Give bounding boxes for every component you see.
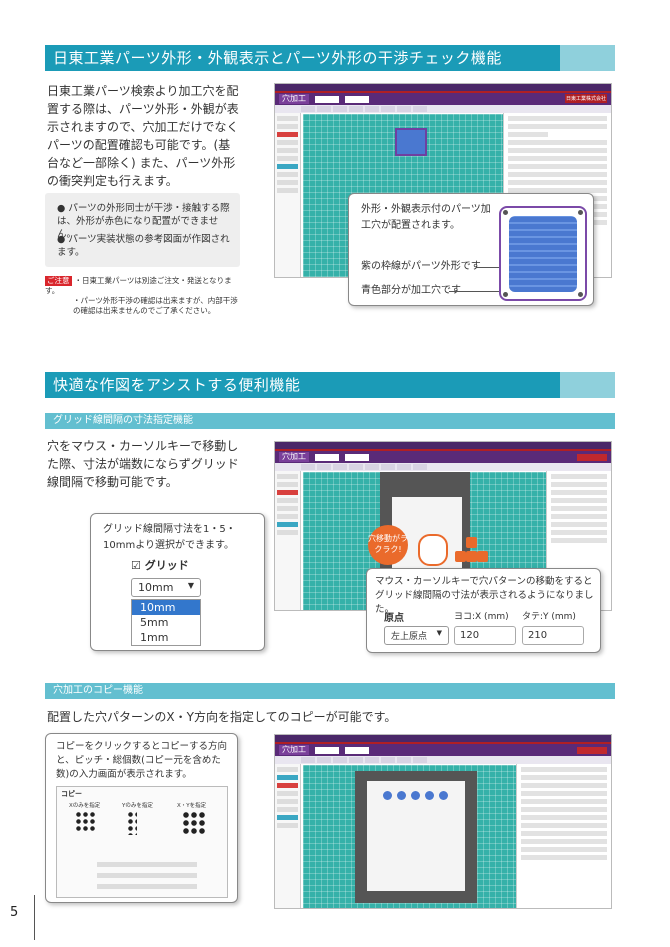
toolbar-field xyxy=(315,95,339,103)
grid-dropdown-list: 10mm 5mm 1mm xyxy=(131,599,201,646)
section1-banner: 日東工業パーツ外形・外観表示とパーツ外形の干渉チェック機能 xyxy=(45,45,615,71)
caution-line-2: ・パーツ外形干渉の確認は出来ますが、内部干渉の確認は出来ませんのでご了承ください… xyxy=(73,296,238,315)
x-input[interactable]: 120 xyxy=(454,626,516,645)
caution-block: ご注意 ・日東工業パーツは別途ご注文・発送となります。 ・パーツ外形干渉の確認は… xyxy=(45,276,245,316)
caution-line-1: ・日東工業パーツは別途ご注文・発送となります。 xyxy=(45,276,232,295)
bullet-2: ● パーツ実装状態の参考図面が作図されます。 xyxy=(57,234,230,258)
section2-title: 快適な作図をアシストする便利機能 xyxy=(53,376,301,394)
grid-select-callout: グリッド線間隔寸法を1・5・10mmより選択ができます。 ☑ グリッド 10mm… xyxy=(90,513,265,651)
copy-callout-text: コピーをクリックするとコピーする方向と、ピッチ・総個数(コピー元を含めた数)の入… xyxy=(56,741,228,780)
copy-dialog-title: コピー xyxy=(61,790,82,798)
leader-line xyxy=(477,267,499,268)
toolbar-button[interactable] xyxy=(577,746,607,754)
bullet-1-text: パーツの外形同士が干渉・接触する際は、外形が赤色になり配置ができません。 xyxy=(57,203,230,240)
section1-paragraph: 日東工業パーツ検索より加工穴を配置する際は、パーツ外形・外観が表示されますので、… xyxy=(47,84,239,188)
app-tabs xyxy=(275,105,611,113)
toolbar-field xyxy=(345,95,369,103)
app-right-panel xyxy=(516,764,611,908)
machining-hole xyxy=(509,216,577,292)
move-callout: マウス・カーソルキーで穴パターンの移動をするとグリッド線間隔の寸法が表示されるよ… xyxy=(366,568,601,653)
blue-note: 青色部分が加工穴です xyxy=(361,285,461,296)
grid-checkbox[interactable]: ☑ グリッド xyxy=(131,557,189,573)
purple-note: 紫の枠線がパーツ外形です xyxy=(361,261,481,272)
move-callout-text: マウス・カーソルキーで穴パターンの移動をするとグリッド線間隔の寸法が表示されるよ… xyxy=(375,576,594,615)
copy-subtitle-bar: 穴加工のコピー機能 xyxy=(45,683,615,699)
origin-value: 左上原点 xyxy=(391,632,428,642)
move-badge: 穴移動がラクラク! xyxy=(368,525,408,565)
grid-subtitle-bar: グリッド線間隔の寸法指定機能 xyxy=(45,413,615,429)
copy-option-x[interactable]: Xのみを指定 xyxy=(69,803,101,809)
copy-callout: コピーをクリックするとコピーする方向と、ピッチ・総個数(コピー元を含めた数)の入… xyxy=(45,733,238,903)
copy-option-y[interactable]: Yのみを指定 xyxy=(122,803,153,809)
x-label: ヨコ:X (mm) xyxy=(454,612,509,622)
caution-label: ご注意 xyxy=(45,276,72,286)
section2-banner: 快適な作図をアシストする便利機能 xyxy=(45,372,615,398)
part-outline-frame xyxy=(499,206,587,301)
checkbox-icon: ☑ xyxy=(131,559,141,572)
app-screenshot-3: 穴加工 xyxy=(274,734,612,909)
bullet-1: ● パーツの外形同士が干渉・接触する際は、外形が赤色になり配置ができません。 xyxy=(57,203,230,240)
app-sidebar xyxy=(275,764,301,908)
chevron-down-icon: ▼ xyxy=(187,581,194,590)
grid-option-1mm[interactable]: 1mm xyxy=(140,631,169,644)
copy-xy-pattern-icon xyxy=(182,811,206,835)
copy-y-pattern-icon xyxy=(127,811,137,835)
cursor-keys-icon xyxy=(455,537,489,565)
grid-paragraph: 穴をマウス・カーソルキーで移動した際、寸法が端数にならずグリッド線間隔で移動可能… xyxy=(47,439,239,489)
app-sidebar xyxy=(275,471,301,610)
grid-checkbox-label: グリッド xyxy=(144,559,189,572)
toolbar-button[interactable] xyxy=(577,453,607,461)
grid-select[interactable]: 10mm ▼ 10mm 5mm 1mm xyxy=(131,576,201,646)
leader-line xyxy=(449,291,499,292)
copy-dialog: コピー Xのみを指定 Yのみを指定 X・Yを指定 xyxy=(56,786,228,898)
mouse-icon xyxy=(418,534,448,566)
grid-subtitle: グリッド線間隔の寸法指定機能 xyxy=(53,415,193,426)
section1-bullet-box: ● パーツの外形同士が干渉・接触する際は、外形が赤色になり配置ができません。 ●… xyxy=(45,193,240,267)
grid-option-10mm[interactable]: 10mm xyxy=(132,600,200,615)
grid-select-value: 10mm xyxy=(138,581,174,594)
origin-label: 原点 xyxy=(384,613,404,624)
banner-accent xyxy=(560,372,615,398)
grid-option-5mm[interactable]: 5mm xyxy=(140,616,169,629)
y-label: タテ:Y (mm) xyxy=(522,612,576,622)
copy-paragraph: 配置した穴パターンのX・Y方向を指定してのコピーが可能です。 xyxy=(47,710,397,724)
app-title: 穴加工 xyxy=(279,745,309,755)
y-input[interactable]: 210 xyxy=(522,626,584,645)
chevron-down-icon: ▼ xyxy=(436,629,442,637)
app-title: 穴加工 xyxy=(279,94,309,104)
copy-option-xy[interactable]: X・Yを指定 xyxy=(177,803,207,809)
section1-title: 日東工業パーツ外形・外観表示とパーツ外形の干渉チェック機能 xyxy=(53,49,502,67)
bullet-2-text: パーツ実装状態の参考図面が作図されます。 xyxy=(57,234,230,258)
app-title: 穴加工 xyxy=(279,452,309,462)
company-label: 日東工業株式会社 xyxy=(564,94,607,103)
page-number: 5 xyxy=(10,905,19,920)
move-badge-text: 穴移動がラクラク! xyxy=(368,534,408,554)
grid-select-box[interactable]: 10mm ▼ xyxy=(131,578,201,597)
part-outline-callout: 外形・外観表示付のパーツ加工穴が配置されます。 紫の枠線がパーツ外形です 青色部… xyxy=(348,193,594,306)
part-outline-thumb xyxy=(395,128,427,156)
banner-accent xyxy=(560,45,615,71)
page-rule xyxy=(34,895,35,940)
copy-x-pattern-icon xyxy=(75,811,95,831)
callout-text: 外形・外観表示付のパーツ加工穴が配置されます。 xyxy=(361,204,491,231)
app-sidebar xyxy=(275,113,301,277)
app-toolbar: 穴加工 xyxy=(275,93,611,105)
grid-callout-text: グリッド線間隔寸法を1・5・10mmより選択ができます。 xyxy=(103,524,236,551)
app-titlebar xyxy=(275,84,611,93)
copy-subtitle: 穴加工のコピー機能 xyxy=(53,685,143,696)
origin-select[interactable]: 左上原点 ▼ xyxy=(384,626,449,645)
